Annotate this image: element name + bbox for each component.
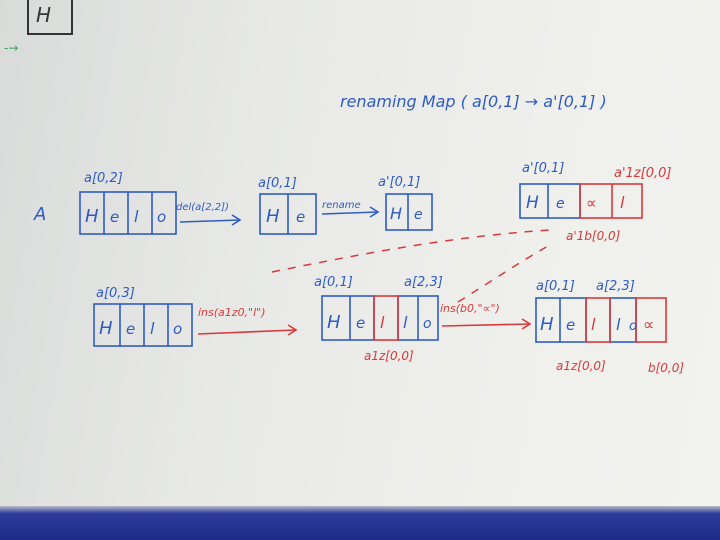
dashed-connector-1: [271, 229, 551, 273]
bottom-3-label-below-right: b[0,0]: [648, 361, 684, 375]
top-aprime01-array: [385, 193, 433, 231]
top-a02-cell-2: e: [110, 208, 119, 226]
bottom-2-cell-5: o: [423, 316, 432, 332]
top-final-label-left: a'[0,1]: [522, 161, 564, 176]
bottom-1-array: [93, 303, 193, 347]
bottom-2-cell-3: l: [380, 313, 385, 332]
bottom-1-cell-4: o: [173, 320, 182, 338]
top-final-array-red: [579, 183, 643, 219]
bottom-2-cell-1: H: [327, 312, 341, 333]
bottom-2-cell-2: e: [356, 314, 365, 332]
top-final-label-below: a'1b[0,0]: [566, 229, 621, 243]
top-final-label-right: a'1z[0,0]: [614, 166, 671, 181]
bottom-3-label-right: a[2,3]: [596, 279, 635, 294]
op-rename-arrowhead: [369, 206, 380, 218]
bottom-2-label-left: a[0,1]: [314, 275, 353, 290]
bottom-2-label-right: a[2,3]: [404, 275, 443, 290]
bottom-3-cell-3: l: [591, 315, 596, 334]
whiteboard-tray: [0, 506, 720, 540]
top-final-cell-3: ∝: [586, 194, 597, 212]
op-del-label: del(a[2,2]): [176, 202, 229, 213]
top-a02-cell-1: H: [85, 206, 99, 227]
op-rename-label: rename: [322, 200, 361, 211]
bottom-3-cell-4: l: [616, 315, 621, 334]
top-aprime01-cell-1: H: [390, 204, 402, 223]
op-ins2-arrowhead: [521, 318, 532, 330]
bottom-3-label-left: a[0,1]: [536, 279, 575, 294]
bottom-1-cell-1: H: [99, 318, 113, 339]
top-a02-array: [79, 191, 177, 235]
op-ins2-label: ins(b0,"∝"): [440, 302, 500, 315]
op-del-arrow: [179, 219, 241, 223]
op-del-arrowhead: [231, 214, 242, 226]
op-ins1-arrowhead: [287, 324, 298, 336]
top-a01-label: a[0,1]: [258, 176, 297, 191]
bottom-3-cell-2: e: [566, 316, 575, 334]
top-aprime01-label: a'[0,1]: [378, 175, 420, 190]
bottom-2-label-below: a1z[0,0]: [364, 349, 414, 363]
bottom-3-label-below: a1z[0,0]: [556, 359, 606, 373]
top-a01-cell-1: H: [266, 206, 280, 227]
bottom-1-cell-2: e: [126, 320, 135, 338]
top-final-cell-4: l: [620, 193, 625, 212]
bottom-3-inserted-cell-2: [635, 297, 667, 343]
op-ins1-label: ins(a1z0,"l"): [198, 306, 266, 319]
bottom-2-inserted-cell: [373, 295, 399, 341]
corner-box-letter: H: [36, 3, 51, 27]
top-a02-label: a[0,2]: [84, 171, 123, 186]
top-aprime01-cell-2: e: [414, 207, 423, 223]
dashed-connector-2: [457, 245, 549, 303]
top-final-cell-1: H: [526, 193, 539, 213]
bottom-1-cell-3: l: [150, 319, 155, 338]
renaming-map-title: renaming Map ( a[0,1] → a'[0,1] ): [340, 92, 607, 111]
op-ins1-arrow: [197, 329, 297, 335]
op-rename-arrow: [321, 211, 379, 215]
row-a-label: A: [33, 204, 46, 225]
bottom-3-cell-1: H: [540, 314, 554, 335]
bottom-1-label: a[0,3]: [96, 286, 135, 301]
bottom-3-inserted-cell-1: [585, 297, 611, 343]
top-a01-cell-2: e: [296, 208, 305, 226]
bottom-2-cell-4: l: [403, 313, 408, 332]
corner-box: [27, 0, 73, 35]
top-a02-cell-3: l: [134, 207, 139, 226]
top-a02-cell-4: o: [157, 208, 166, 226]
bottom-3-cell-6: ∝: [643, 315, 654, 334]
top-final-cell-2: e: [556, 196, 565, 212]
bottom-3-cell-5: o: [629, 319, 637, 334]
op-ins2-arrow: [441, 323, 531, 327]
top-a01-array: [259, 193, 317, 235]
green-mark: -→: [4, 41, 18, 55]
